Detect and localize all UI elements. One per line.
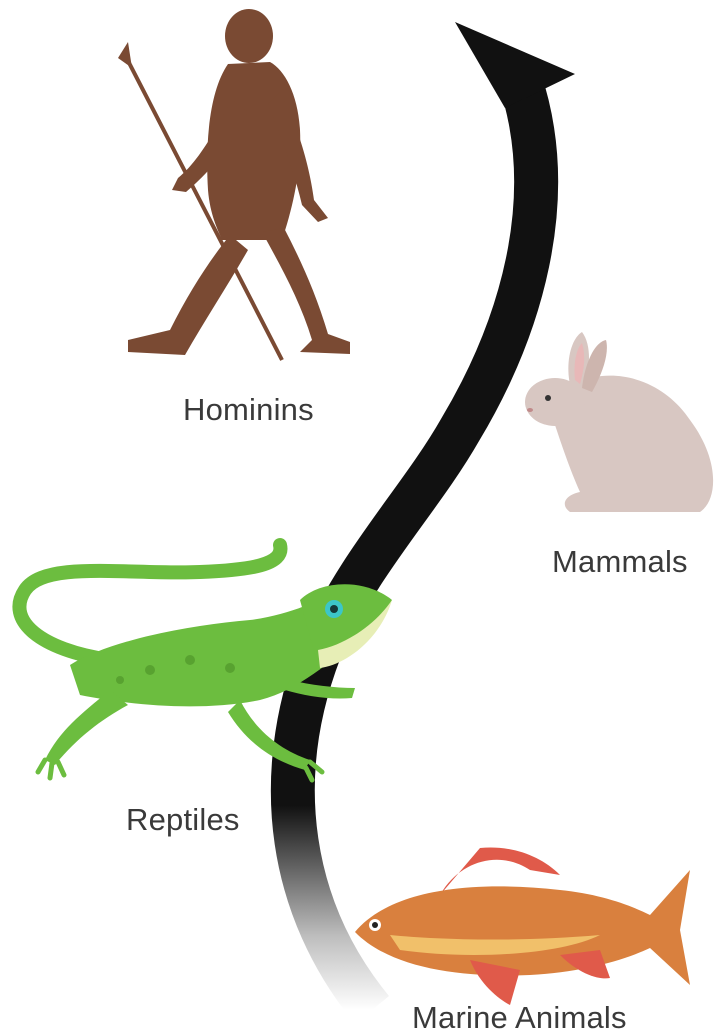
rabbit-icon <box>525 332 713 512</box>
fish-icon <box>355 847 690 1005</box>
label-reptiles: Reptiles <box>126 802 240 838</box>
label-marine-animals: Marine Animals <box>412 1000 627 1036</box>
label-hominins: Hominins <box>183 392 314 428</box>
label-mammals: Mammals <box>552 544 688 580</box>
hominin-icon <box>118 9 350 360</box>
